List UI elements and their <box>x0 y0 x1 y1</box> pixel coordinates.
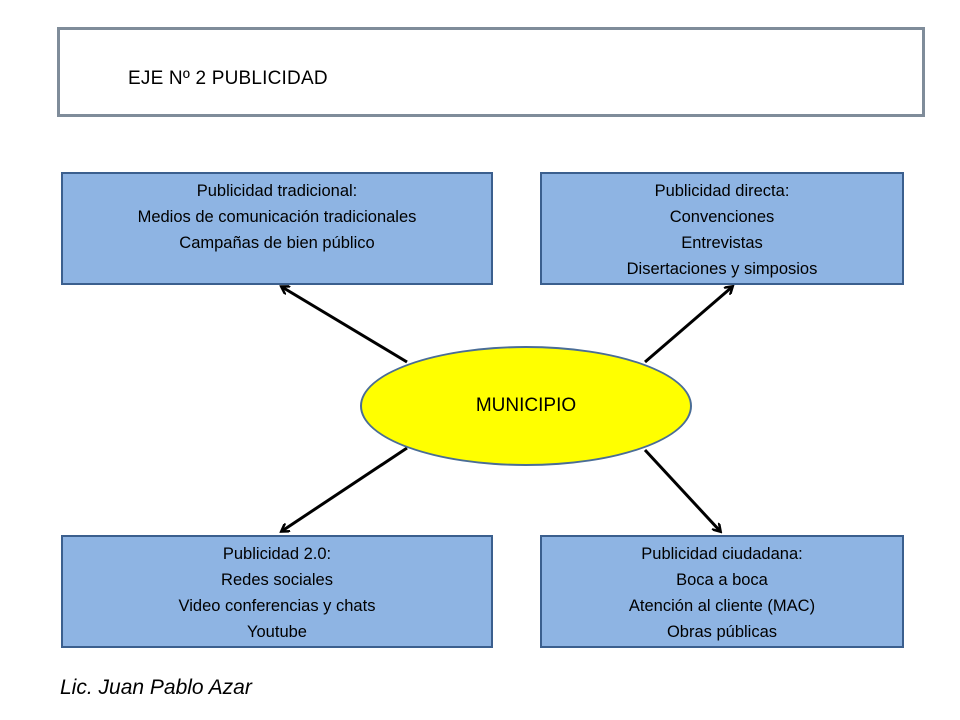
arrow-to-bottom-right <box>643 448 720 531</box>
arrow-to-top-right <box>644 287 732 364</box>
box-publicidad-directa: Publicidad directa: Convenciones Entrevi… <box>540 172 904 285</box>
center-ellipse-municipio: MUNICIPIO <box>360 346 692 466</box>
slide-title: EJE Nº 2 PUBLICIDAD <box>128 68 328 89</box>
box-publicidad-tradicional: Publicidad tradicional: Medios de comuni… <box>61 172 493 285</box>
box-line: Convenciones <box>669 208 775 226</box>
box-line: Disertaciones y simposios <box>626 260 818 278</box>
box-line: Video conferencias y chats <box>178 597 376 615</box>
box-line: Publicidad directa: <box>654 182 790 200</box>
box-line: Atención al cliente (MAC) <box>628 597 816 615</box>
title-box: EJE Nº 2 PUBLICIDAD <box>57 27 925 117</box>
box-line: Publicidad 2.0: <box>222 545 332 563</box>
box-line: Publicidad ciudadana: <box>641 545 803 563</box>
arrow-to-top-left <box>282 287 408 364</box>
box-line: Campañas de bien público <box>179 234 375 252</box>
box-line: Entrevistas <box>681 234 763 252</box>
box-publicidad-ciudadana: Publicidad ciudadana: Boca a boca Atenci… <box>540 535 904 648</box>
box-line: Youtube <box>247 623 307 641</box>
box-publicidad-2-0: Publicidad 2.0: Redes sociales Video con… <box>61 535 493 648</box>
center-label: MUNICIPIO <box>475 395 577 416</box>
box-line: Publicidad tradicional: <box>196 182 358 200</box>
author-credit: Lic. Juan Pablo Azar <box>60 676 252 699</box>
box-line: Medios de comunicación tradicionales <box>137 208 417 226</box>
arrow-to-bottom-left <box>282 446 408 531</box>
box-line: Obras públicas <box>666 623 778 641</box>
box-line: Redes sociales <box>221 571 333 589</box>
box-line: Boca a boca <box>676 571 768 589</box>
